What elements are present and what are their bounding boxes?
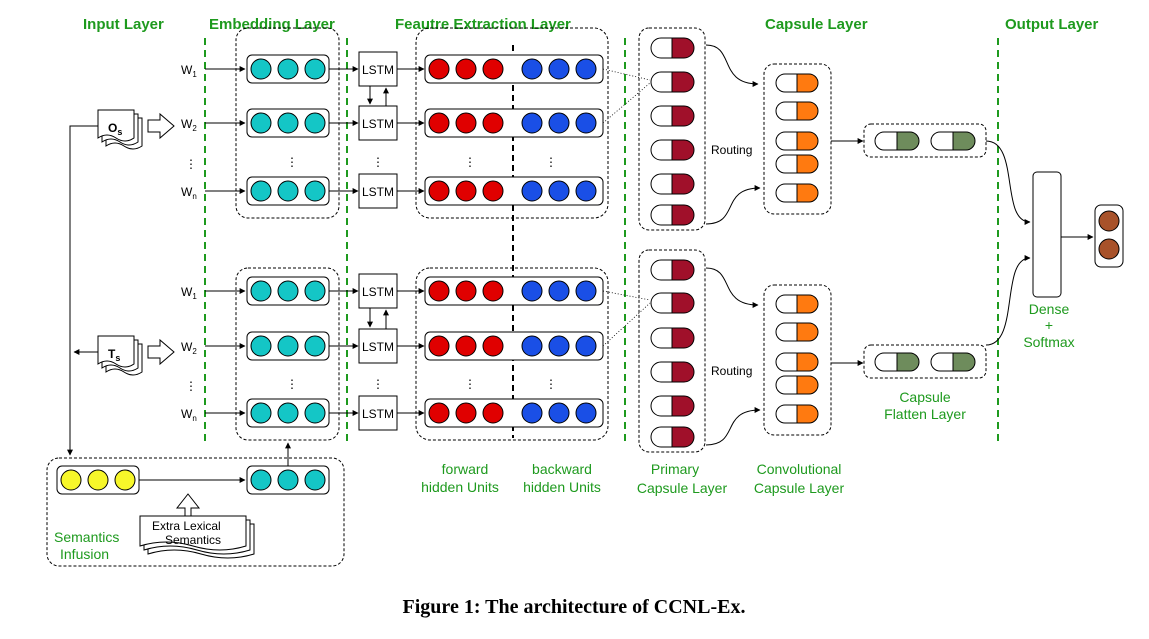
svg-text:LSTM: LSTM	[362, 407, 394, 421]
flatten-label-2: Flatten Layer	[884, 406, 966, 422]
flatten-capsules-upper	[874, 131, 976, 151]
figure-caption: Figure 1: The architecture of CCNL-Ex.	[403, 596, 746, 618]
layer-separators	[204, 38, 999, 445]
os-document: Os	[97, 109, 143, 150]
hidden-units-lower: ⋮ ⋮	[424, 276, 604, 428]
svg-text:Extra Lexical: Extra Lexical	[152, 519, 221, 533]
backward-label-2: hidden Units	[523, 479, 601, 495]
dense-label-3: Softmax	[1023, 334, 1074, 350]
svg-text:Ts: Ts	[108, 347, 120, 363]
svg-text:⋮: ⋮	[372, 377, 384, 391]
word-w1-lower: W1	[181, 285, 197, 301]
lower-word-labels: W1 W2 ⋮ Wn	[181, 285, 197, 423]
dense-label-1: Dense	[1029, 301, 1070, 317]
output-layer-title: Output Layer	[1005, 16, 1099, 33]
output-unit-2	[1098, 238, 1120, 260]
primary-capsules-upper	[650, 37, 695, 226]
svg-text:⋮: ⋮	[464, 377, 476, 391]
word-wn-lower: Wn	[181, 407, 197, 423]
output-unit-1	[1098, 210, 1120, 232]
svg-text:⋮: ⋮	[372, 155, 384, 169]
backward-label-1: backward	[532, 461, 592, 477]
word-dots: ⋮	[185, 157, 197, 171]
primary-label-2: Capsule Layer	[637, 480, 728, 496]
routing-label-lower: Routing	[711, 364, 752, 378]
semantics-label-2: Infusion	[60, 546, 109, 562]
svg-text:LSTM: LSTM	[362, 63, 394, 77]
up-arrow-icon	[175, 493, 201, 519]
primary-capsule-group-upper	[638, 27, 706, 231]
svg-text:⋮: ⋮	[286, 377, 298, 391]
ts-document: Ts	[97, 335, 143, 376]
svg-text:Os: Os	[108, 121, 122, 137]
svg-text:⋮: ⋮	[286, 155, 298, 169]
dense-block	[1032, 171, 1062, 298]
embedding-vectors-upper: ⋮	[246, 54, 330, 206]
conv-capsule-group-upper	[763, 63, 832, 215]
word-dots-lower: ⋮	[185, 379, 197, 393]
upper-word-labels: W1 W2 ⋮ Wn	[181, 63, 197, 201]
svg-text:LSTM: LSTM	[362, 117, 394, 131]
hidden-units-upper: ⋮ ⋮	[424, 54, 604, 206]
lstm-cells-lower: LSTM LSTM ⋮ LSTM	[358, 273, 398, 431]
os-arrow-icon	[147, 112, 175, 140]
svg-text:Semantics: Semantics	[165, 533, 221, 547]
semantics-infusion-group	[46, 457, 345, 567]
flatten-capsules-lower	[874, 352, 976, 372]
ts-arrow-icon	[147, 338, 175, 366]
svg-text:⋮: ⋮	[464, 155, 476, 169]
word-w1: W1	[181, 63, 197, 79]
feature-extraction-layer-title: Feautre Extraction Layer	[395, 16, 571, 33]
feature-group-upper	[415, 27, 609, 219]
semantics-label-1: Semantics	[54, 529, 119, 545]
dense-label-2: +	[1045, 317, 1053, 333]
routing-label-upper: Routing	[711, 143, 752, 157]
capsule-layer-title: Capsule Layer	[765, 16, 868, 33]
conv-capsules-lower	[775, 294, 819, 424]
svg-text:⋮: ⋮	[545, 155, 557, 169]
forward-label-2: hidden Units	[421, 479, 499, 495]
primary-capsules-lower	[650, 259, 695, 448]
input-layer-title: Input Layer	[83, 16, 164, 33]
feature-group-lower	[415, 267, 609, 441]
word-w2: W2	[181, 117, 197, 133]
svg-text:LSTM: LSTM	[362, 285, 394, 299]
svg-text:LSTM: LSTM	[362, 340, 394, 354]
conv-label-1: Convolutional	[757, 461, 842, 477]
primary-capsule-group-lower	[638, 249, 706, 453]
embedding-vectors-lower: ⋮	[246, 276, 330, 428]
embedding-group-lower	[235, 267, 340, 441]
flatten-group-lower	[863, 344, 987, 379]
extra-lexical-document: Extra Lexical Semantics	[139, 515, 255, 559]
conv-capsule-group-lower	[763, 284, 832, 436]
conv-capsules-upper	[775, 73, 819, 203]
forward-label-1: forward	[442, 461, 489, 477]
word-w2-lower: W2	[181, 340, 197, 356]
embedding-layer-title: Embedding Layer	[209, 16, 335, 33]
primary-label-1: Primary	[651, 461, 699, 477]
svg-text:LSTM: LSTM	[362, 185, 394, 199]
svg-text:⋮: ⋮	[545, 377, 557, 391]
word-wn: Wn	[181, 185, 197, 201]
conv-label-2: Capsule Layer	[754, 480, 845, 496]
lstm-cells-upper: LSTM LSTM ⋮ LSTM	[358, 51, 398, 209]
flatten-label-1: Capsule	[899, 389, 951, 405]
flatten-group-upper	[863, 123, 987, 158]
